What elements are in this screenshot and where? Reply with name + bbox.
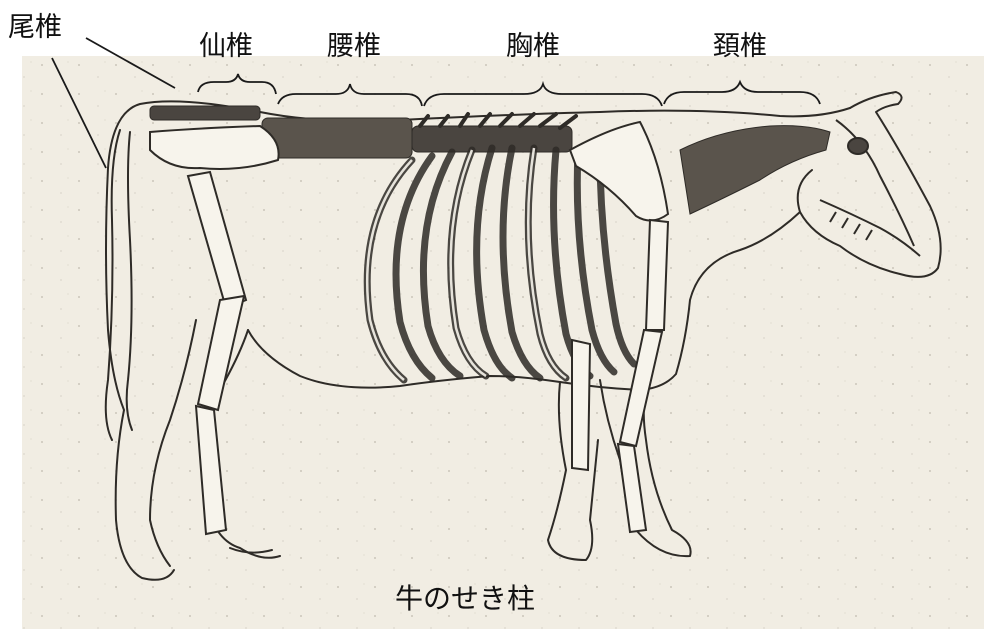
label-sacral-vertebrae: 仙椎	[199, 33, 253, 60]
label-cervical-vertebrae: 頚椎	[713, 33, 767, 60]
label-thoracic-vertebrae: 胸椎	[506, 33, 560, 60]
diagram-caption: 牛のせき柱	[395, 585, 535, 613]
label-tail-vertebrae: 尾椎	[8, 14, 62, 41]
label-lumbar-vertebrae: 腰椎	[327, 33, 381, 60]
